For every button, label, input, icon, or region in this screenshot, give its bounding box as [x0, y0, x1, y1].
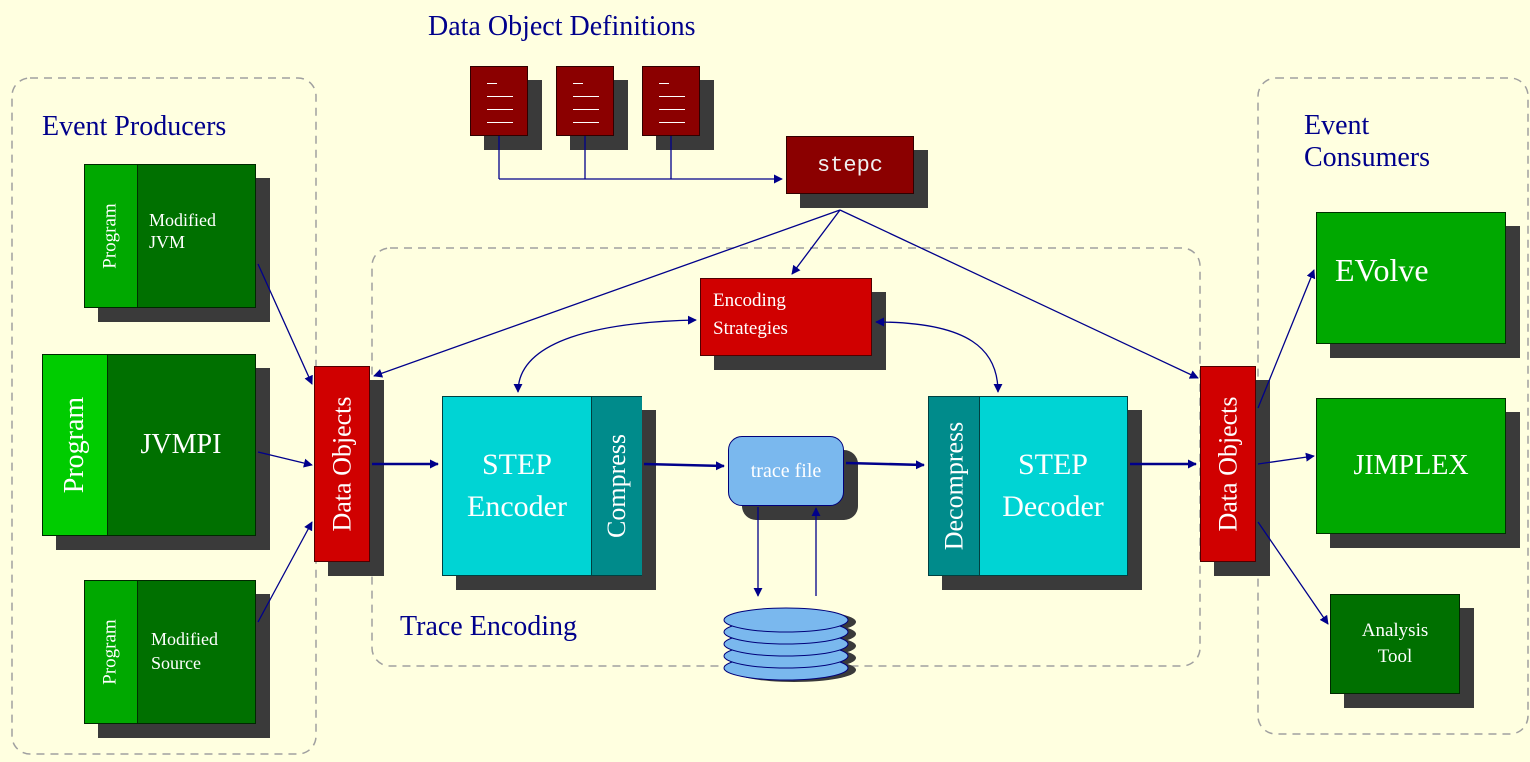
step-decoder-label: STEP Decoder: [1002, 448, 1104, 523]
step-encoder-label: STEP Encoder: [467, 448, 567, 523]
trace-encoding-title: Trace Encoding: [400, 611, 578, 642]
data-object-definitions-title: Data Object Definitions: [428, 11, 696, 42]
producer-modified-jvm: Program Modified JVM: [84, 164, 256, 308]
trace-file: trace file: [728, 436, 844, 506]
definition-doc-3: [642, 66, 700, 136]
consumer-evolve: EVolve: [1316, 212, 1506, 344]
stepc-compiler: stepc: [786, 136, 914, 194]
event-consumers-group: [1257, 77, 1529, 735]
step-decoder: Decompress STEP Decoder: [928, 396, 1128, 576]
step-encoder: STEP Encoder Compress: [442, 396, 642, 576]
event-consumers-title: Event Consumers: [1304, 110, 1430, 173]
producer-jvmpi-label: JVMPI: [140, 429, 222, 460]
consumer-jimplex: JIMPLEX: [1316, 398, 1506, 534]
data-objects-left: Data Objects: [314, 366, 370, 562]
producer-jvmpi: Program JVMPI: [42, 354, 256, 536]
consumer-analysis-tool: Analysis Tool: [1330, 594, 1460, 694]
definition-doc-1: [470, 66, 528, 136]
producer-jvm-label: Modified JVM: [149, 210, 216, 252]
encoding-strategies: Encoding Strategies: [700, 278, 872, 356]
storage-disks-icon: [723, 607, 856, 682]
event-producers-title: Event Producers: [42, 111, 227, 142]
definition-doc-2: [556, 66, 614, 136]
producer-modified-source: Program Modified Source: [84, 580, 256, 724]
encoding-strategies-label: Encoding Strategies: [713, 290, 788, 339]
producer-source-label: Modified Source: [151, 629, 218, 673]
data-objects-right: Data Objects: [1200, 366, 1256, 562]
